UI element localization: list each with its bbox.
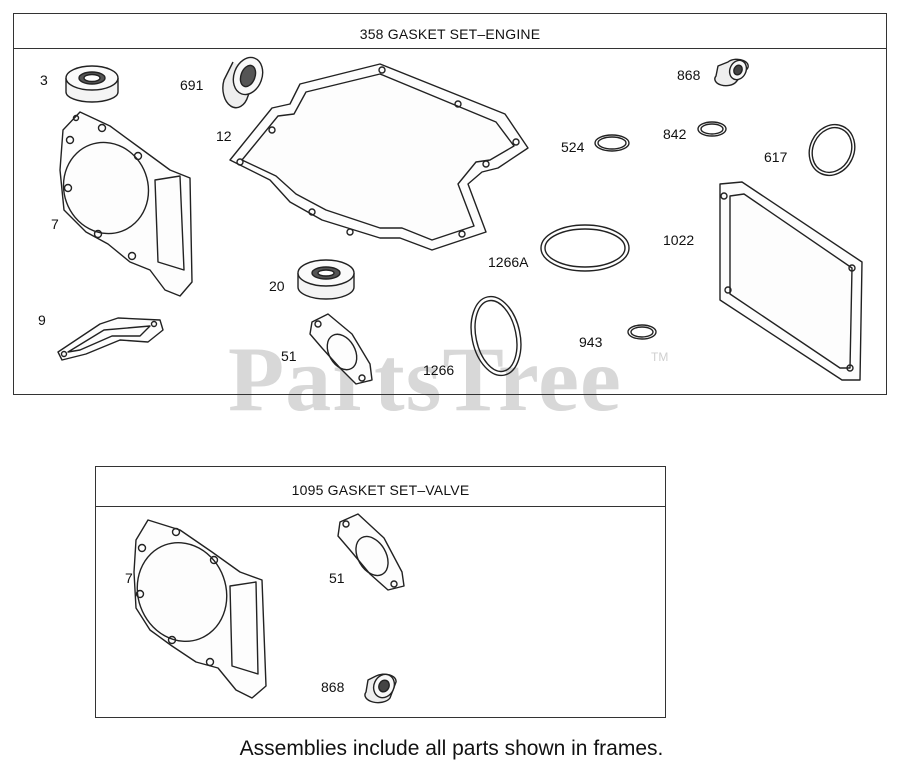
- callout-868-valve: 868: [321, 679, 345, 695]
- partstree-watermark: PartsTree: [228, 328, 622, 430]
- part-1022-valve-cover-gasket[interactable]: [719, 181, 863, 381]
- engine-gasket-set-title: 358 GASKET SET–ENGINE: [14, 14, 886, 49]
- callout-691: 691: [180, 77, 204, 93]
- valve-gasket-set-title: 1095 GASKET SET–VALVE: [96, 467, 665, 507]
- part-7-cylinder-head-gasket-valve[interactable]: [124, 519, 267, 699]
- callout-9: 9: [38, 312, 46, 328]
- callout-524: 524: [561, 139, 585, 155]
- part-9-gasket[interactable]: [57, 317, 164, 361]
- callout-943: 943: [579, 334, 603, 350]
- callout-3: 3: [40, 72, 48, 88]
- part-868-valve-seal-valve[interactable]: [364, 671, 398, 704]
- trademark-mark: TM: [651, 350, 669, 364]
- part-1266-o-ring[interactable]: [464, 292, 528, 380]
- part-1266a-o-ring[interactable]: [540, 224, 630, 272]
- callout-868: 868: [677, 67, 701, 83]
- callout-12: 12: [216, 128, 232, 144]
- part-7-cylinder-head-gasket[interactable]: [51, 111, 193, 297]
- part-20-oil-seal[interactable]: [297, 259, 355, 300]
- engine-gasket-set-frame: 358 GASKET SET–ENGINE: [13, 13, 887, 395]
- assemblies-note: Assemblies include all parts shown in fr…: [239, 737, 664, 760]
- part-691-oil-seal[interactable]: [222, 53, 268, 109]
- callout-51: 51: [281, 348, 297, 364]
- callout-617: 617: [764, 149, 788, 165]
- callout-1266: 1266: [423, 362, 455, 378]
- part-3-oil-seal[interactable]: [65, 65, 119, 103]
- part-51-intake-gasket[interactable]: [309, 313, 373, 385]
- part-524-ring[interactable]: [594, 134, 630, 152]
- part-12-crankcase-gasket[interactable]: [229, 63, 529, 251]
- part-943-ring[interactable]: [627, 324, 657, 340]
- part-842-ring[interactable]: [697, 121, 727, 137]
- callout-7-valve: 7: [125, 570, 133, 586]
- callout-1266a: 1266A: [488, 254, 529, 270]
- callout-51-valve: 51: [329, 570, 345, 586]
- callout-1022: 1022: [663, 232, 695, 248]
- callout-842: 842: [663, 126, 687, 142]
- part-617-o-ring[interactable]: [801, 117, 863, 183]
- callout-7: 7: [51, 216, 59, 232]
- callout-20: 20: [269, 278, 285, 294]
- valve-gasket-set-frame: 1095 GASKET SET–VALVE: [95, 466, 666, 718]
- part-51-intake-gasket-valve[interactable]: [337, 513, 405, 591]
- part-868-valve-seal[interactable]: [714, 58, 750, 87]
